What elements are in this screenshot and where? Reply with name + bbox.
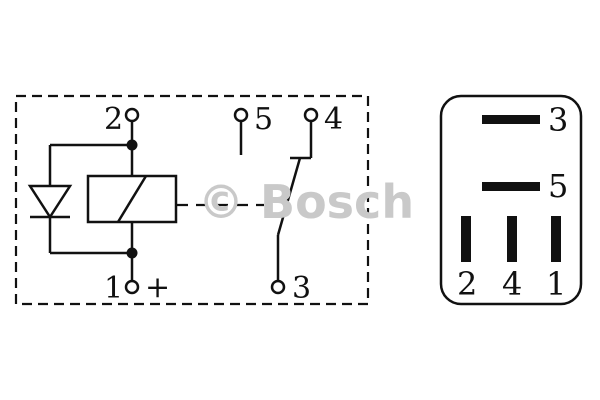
- relay-coil-icon: [86, 174, 178, 224]
- label-terminal-5: 5: [254, 102, 273, 137]
- terminal-2-icon: [124, 107, 140, 123]
- schematic: [14, 94, 370, 306]
- switch-blade: [276, 157, 302, 236]
- terminal-3-icon: [270, 279, 286, 295]
- label-terminal-3: 3: [292, 271, 311, 306]
- watermark: © Bosch: [198, 175, 414, 229]
- diode-icon: [27, 184, 73, 220]
- label-pin-3: 3: [548, 101, 568, 139]
- pin-4-icon: [507, 216, 517, 262]
- label-terminal-4: 4: [324, 102, 343, 137]
- label-pin-1: 1: [546, 265, 566, 303]
- label-terminal-1: 1: [104, 271, 123, 306]
- pin-1-icon: [551, 216, 561, 262]
- label-plus: +: [145, 270, 170, 305]
- pin-3-icon: [482, 115, 540, 124]
- terminal-5-icon: [233, 107, 249, 123]
- connector-pinout: [439, 94, 583, 306]
- pin-5-icon: [482, 182, 540, 191]
- pin-2-icon: [461, 216, 471, 262]
- junction-dot-top: [126, 139, 138, 151]
- junction-dot-bottom: [126, 247, 138, 259]
- terminal-4-icon: [303, 107, 319, 123]
- label-pin-5: 5: [548, 167, 568, 205]
- housing-outline: [14, 94, 370, 306]
- label-terminal-2: 2: [104, 102, 123, 137]
- label-pin-2: 2: [457, 265, 477, 303]
- label-pin-4: 4: [502, 265, 522, 303]
- connector-outline: [439, 94, 583, 306]
- terminal-1-icon: [124, 279, 140, 295]
